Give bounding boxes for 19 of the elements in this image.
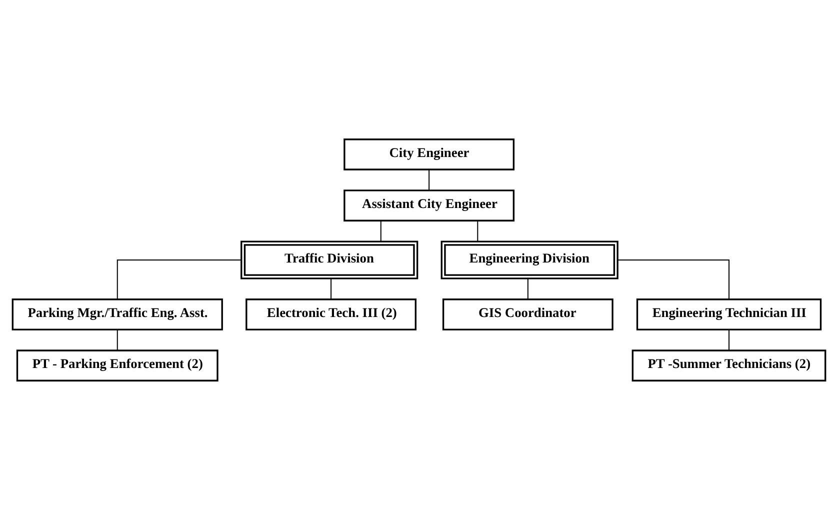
connector [728,329,730,350]
connector [477,220,478,241]
connector [380,220,382,241]
node-box: Assistant City Engineer [344,189,515,221]
connector [618,259,730,299]
node-box: Parking Mgr./Traffic Eng. Asst. [12,298,223,330]
node-box: City Engineer [344,138,515,170]
node-box: PT - Parking Enforcement (2) [16,349,218,381]
node-box: Traffic Division [240,240,418,279]
connector [330,278,332,299]
node-box: GIS Coordinator [442,298,614,330]
connector [428,169,430,190]
node-box: PT -Summer Technicians (2) [632,349,826,381]
node-box: Engineering Division [440,240,618,279]
connector [116,329,118,350]
node-box: Electronic Tech. III (2) [246,298,416,330]
connector [527,278,528,299]
node-box: Engineering Technician III [636,298,822,330]
connector [116,259,242,299]
